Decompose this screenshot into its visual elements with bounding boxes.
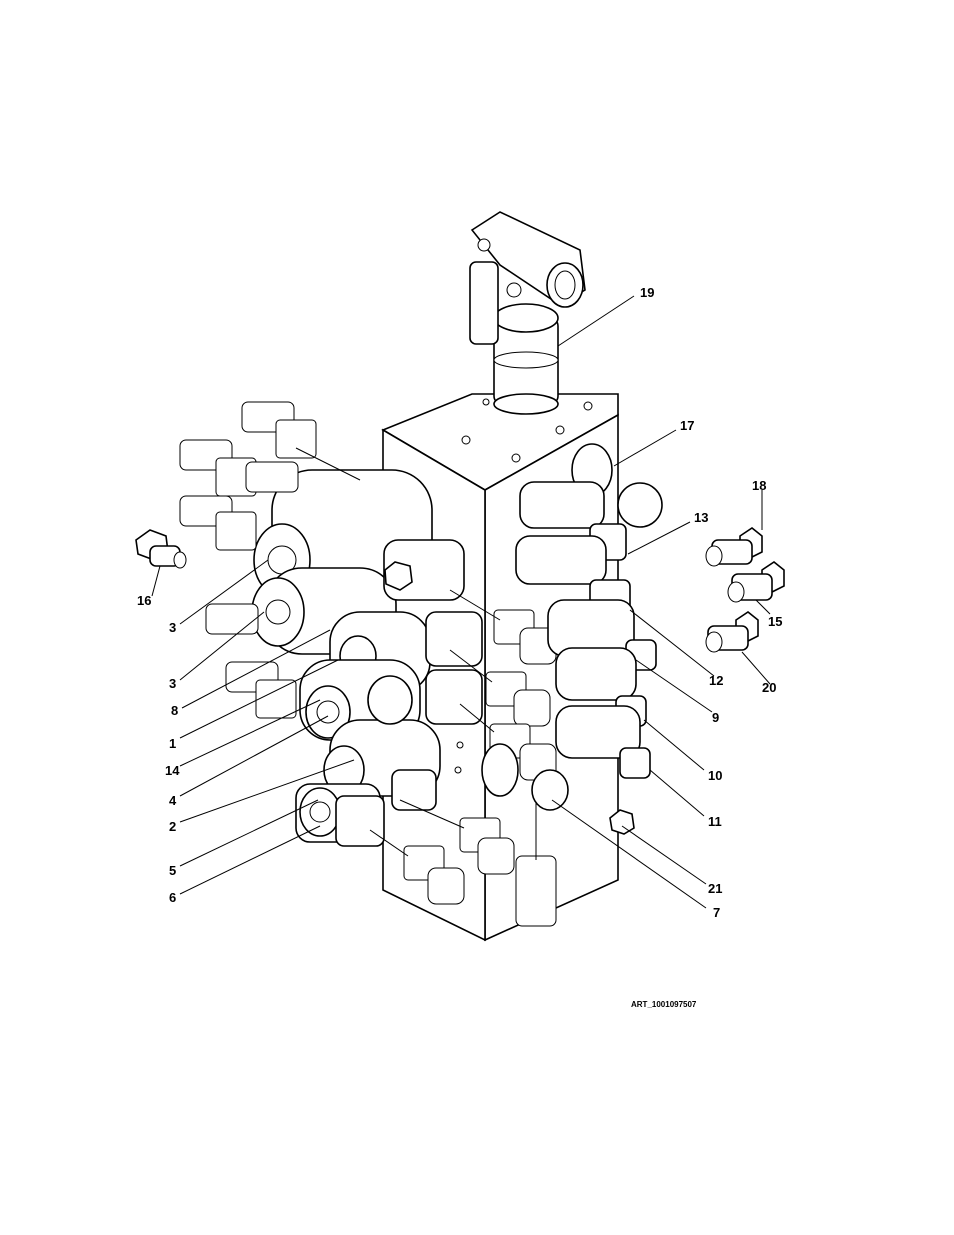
electrical-connectors xyxy=(179,401,557,927)
hand-pump xyxy=(469,211,586,415)
relief-cartridges xyxy=(481,443,663,811)
callout-labels: 19 17 18 13 16 15 3 3 12 20 8 9 1 14 10 … xyxy=(137,285,782,920)
leader-lines xyxy=(151,295,771,909)
callout-2: 2 xyxy=(169,819,176,834)
callout-12: 12 xyxy=(709,673,723,688)
callout-17: 17 xyxy=(680,418,694,433)
callout-11: 11 xyxy=(708,814,722,829)
solenoid-coil-stack xyxy=(251,469,483,847)
loose-fittings xyxy=(135,527,785,835)
callout-13: 13 xyxy=(694,510,708,525)
callout-18: 18 xyxy=(752,478,766,493)
callout-14: 14 xyxy=(165,763,180,778)
fitting-15 xyxy=(727,561,785,603)
callout-8: 8 xyxy=(171,703,178,718)
callout-16: 16 xyxy=(137,593,151,608)
callout-7: 7 xyxy=(713,905,720,920)
callout-1: 1 xyxy=(169,736,176,751)
callout-15: 15 xyxy=(768,614,782,629)
fitting-18 xyxy=(705,527,763,567)
callout-20: 20 xyxy=(762,680,776,695)
callout-19: 19 xyxy=(640,285,654,300)
callout-10: 10 xyxy=(708,768,722,783)
callout-4: 4 xyxy=(169,793,177,808)
callout-3a: 3 xyxy=(169,620,176,635)
fitting-16 xyxy=(135,529,187,569)
fitting-20 xyxy=(705,611,759,653)
callout-21: 21 xyxy=(708,881,722,896)
callout-5: 5 xyxy=(169,863,176,878)
callout-3b: 3 xyxy=(169,676,176,691)
callout-9: 9 xyxy=(712,710,719,725)
plug-21 xyxy=(609,809,635,835)
art-id-label: ART_1001097507 xyxy=(631,1000,697,1009)
callout-6: 6 xyxy=(169,890,176,905)
